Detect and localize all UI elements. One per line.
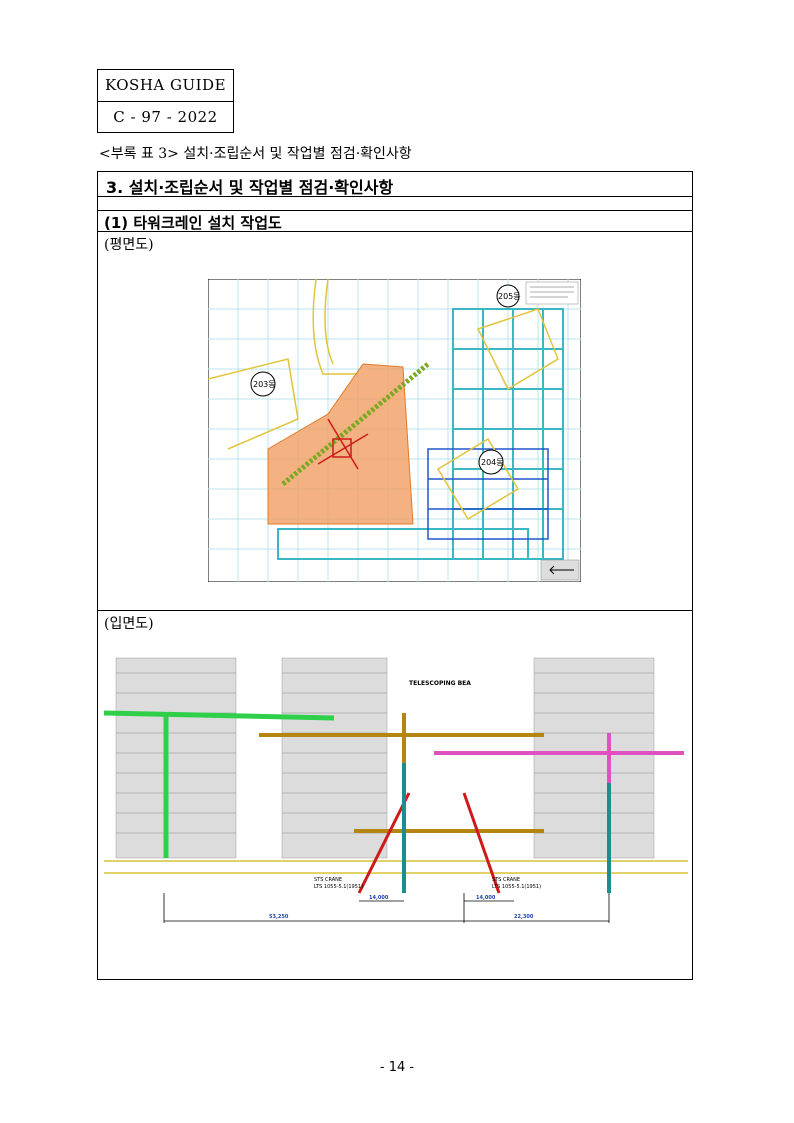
yellow-roads bbox=[208, 279, 559, 521]
crane-base-plan bbox=[317, 418, 369, 470]
crane-left-label: STS CRANE bbox=[314, 877, 342, 883]
page-number: - 14 - bbox=[379, 1060, 415, 1075]
dim-left-total: 53,250 bbox=[269, 914, 289, 920]
crane-right-label: STS CRANE bbox=[492, 877, 520, 883]
crane-right-model: LTS 1055-5.1(1951) bbox=[492, 884, 541, 890]
dim-right-small: 14,000 bbox=[476, 895, 496, 901]
subtitle-row: (1) 타워크레인 설치 작업도 bbox=[98, 211, 692, 232]
kosha-guide-box: KOSHA GUIDE C - 97 - 2022 bbox=[97, 69, 234, 133]
elevation-drawing: TELESCOPING BEA STS CRANE LTS 1055-5.1(1… bbox=[104, 657, 688, 923]
crane-work-zone bbox=[267, 363, 414, 525]
crane-jib-plan bbox=[281, 362, 430, 486]
crane-green bbox=[104, 710, 335, 858]
building-middle bbox=[281, 657, 388, 859]
label-205: 205동 bbox=[498, 292, 521, 301]
guide-code: C - 97 - 2022 bbox=[98, 101, 233, 133]
plan-label: (평면도) bbox=[104, 237, 154, 253]
label-203: 203동 bbox=[253, 380, 276, 389]
content-frame: 3. 설치·조립순서 및 작업별 점검·확인사항 (1) 타워크레인 설치 작업… bbox=[97, 171, 693, 980]
mobile-crane-right bbox=[462, 792, 501, 894]
plan-drawing: 203동 204동 205동 bbox=[208, 279, 581, 582]
dim-left-small: 14,000 bbox=[369, 895, 389, 901]
elevation-label: (입면도) bbox=[104, 616, 154, 632]
dim-right-total: 22,300 bbox=[514, 914, 534, 920]
spacer-row bbox=[98, 197, 692, 211]
legend-block bbox=[525, 281, 579, 305]
section-subtitle: (1) 타워크레인 설치 작업도 bbox=[104, 214, 282, 232]
label-204: 204동 bbox=[481, 458, 504, 467]
section-title-row: 3. 설치·조립순서 및 작업별 점검·확인사항 bbox=[98, 172, 692, 197]
teal-masts bbox=[402, 763, 611, 893]
section-title: 3. 설치·조립순서 및 작업별 점검·확인사항 bbox=[106, 178, 394, 197]
plan-view-row: (평면도) bbox=[98, 232, 692, 611]
building-left bbox=[115, 657, 237, 859]
building-outline-blue bbox=[427, 448, 549, 540]
guide-label: KOSHA GUIDE bbox=[104, 76, 227, 94]
dimension-lines bbox=[163, 893, 610, 923]
building-right bbox=[533, 657, 655, 859]
mobile-crane-left bbox=[357, 792, 411, 894]
crane-left-model: LTS 1055-5.1(1951) bbox=[314, 884, 363, 890]
elevation-view-row: (입면도) bbox=[98, 611, 692, 981]
building-labels: 203동 204동 205동 bbox=[250, 284, 521, 475]
telescoping-label: TELESCOPING BEA bbox=[409, 680, 471, 687]
appendix-caption: <부록 표 3> 설치·조립순서 및 작업별 점검·확인사항 bbox=[99, 146, 412, 162]
ground-line bbox=[104, 860, 688, 874]
